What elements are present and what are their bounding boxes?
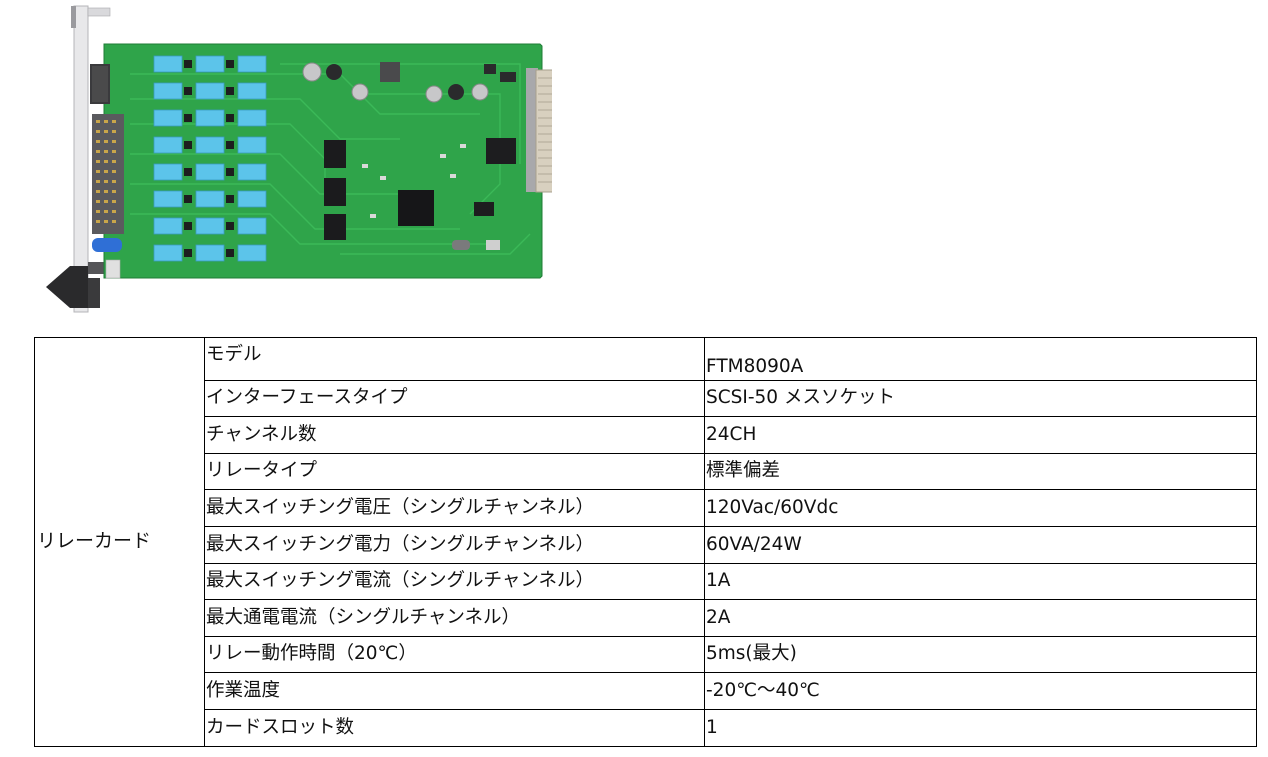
spec-value: -20℃～40℃ (704, 672, 1257, 710)
table-row: インターフェースタイプ SCSI-50 メスソケット (35, 379, 1257, 418)
spec-value: 1A (704, 562, 1257, 601)
spec-label: モデル (204, 337, 705, 381)
table-row: リレーカード モデル FTM8090A (34, 337, 1257, 747)
spec-label: リレータイプ (204, 452, 705, 491)
product-photo (40, 4, 552, 316)
table-row: 最大スイッチング電力（シングルチャンネル） 60VA/24W (35, 525, 1257, 564)
spec-value: 5ms(最大) (704, 635, 1257, 674)
spec-label: カードスロット数 (204, 708, 705, 747)
spec-label: リレー動作時間（20℃） (204, 635, 705, 674)
table-row: 最大スイッチング電流（シングルチャンネル） 1A (35, 562, 1257, 601)
category-cell: リレーカード (34, 337, 205, 747)
table-row: リレー動作時間（20℃） 5ms(最大) (35, 635, 1257, 674)
relay-card-pcb-icon (46, 5, 552, 313)
spec-label: インターフェースタイプ (204, 379, 705, 418)
table-row: カードスロット数 1 (35, 708, 1257, 747)
spec-label: チャンネル数 (204, 416, 705, 454)
table-row: 最大通電電流（シングルチャンネル） 2A (35, 599, 1257, 637)
spec-table: リレーカード モデル FTM8090A インターフェースタイプ SCSI-50 … (34, 337, 1257, 747)
spec-value: 24CH (704, 416, 1257, 454)
spec-label: 最大スイッチング電流（シングルチャンネル） (204, 562, 705, 601)
spec-label: 最大通電電流（シングルチャンネル） (204, 599, 705, 637)
table-row: 作業温度 -20℃～40℃ (35, 672, 1257, 710)
spec-value: 60VA/24W (704, 525, 1257, 564)
spec-table-body: リレーカード モデル FTM8090A インターフェースタイプ SCSI-50 … (34, 337, 1257, 747)
spec-label: 最大スイッチング電力（シングルチャンネル） (204, 525, 705, 564)
spec-value: 1 (704, 708, 1257, 747)
spec-value: FTM8090A (704, 337, 1257, 381)
spec-label: 作業温度 (204, 672, 705, 710)
spec-value: SCSI-50 メスソケット (704, 379, 1257, 418)
spec-value: 120Vac/60Vdc (704, 489, 1257, 527)
table-row: 最大スイッチング電圧（シングルチャンネル） 120Vac/60Vdc (35, 489, 1257, 527)
table-row: リレータイプ 標準偏差 (35, 452, 1257, 491)
spec-label: 最大スイッチング電圧（シングルチャンネル） (204, 489, 705, 527)
table-row: チャンネル数 24CH (35, 416, 1257, 454)
spec-value: 2A (704, 599, 1257, 637)
spec-value: 標準偏差 (704, 452, 1257, 491)
